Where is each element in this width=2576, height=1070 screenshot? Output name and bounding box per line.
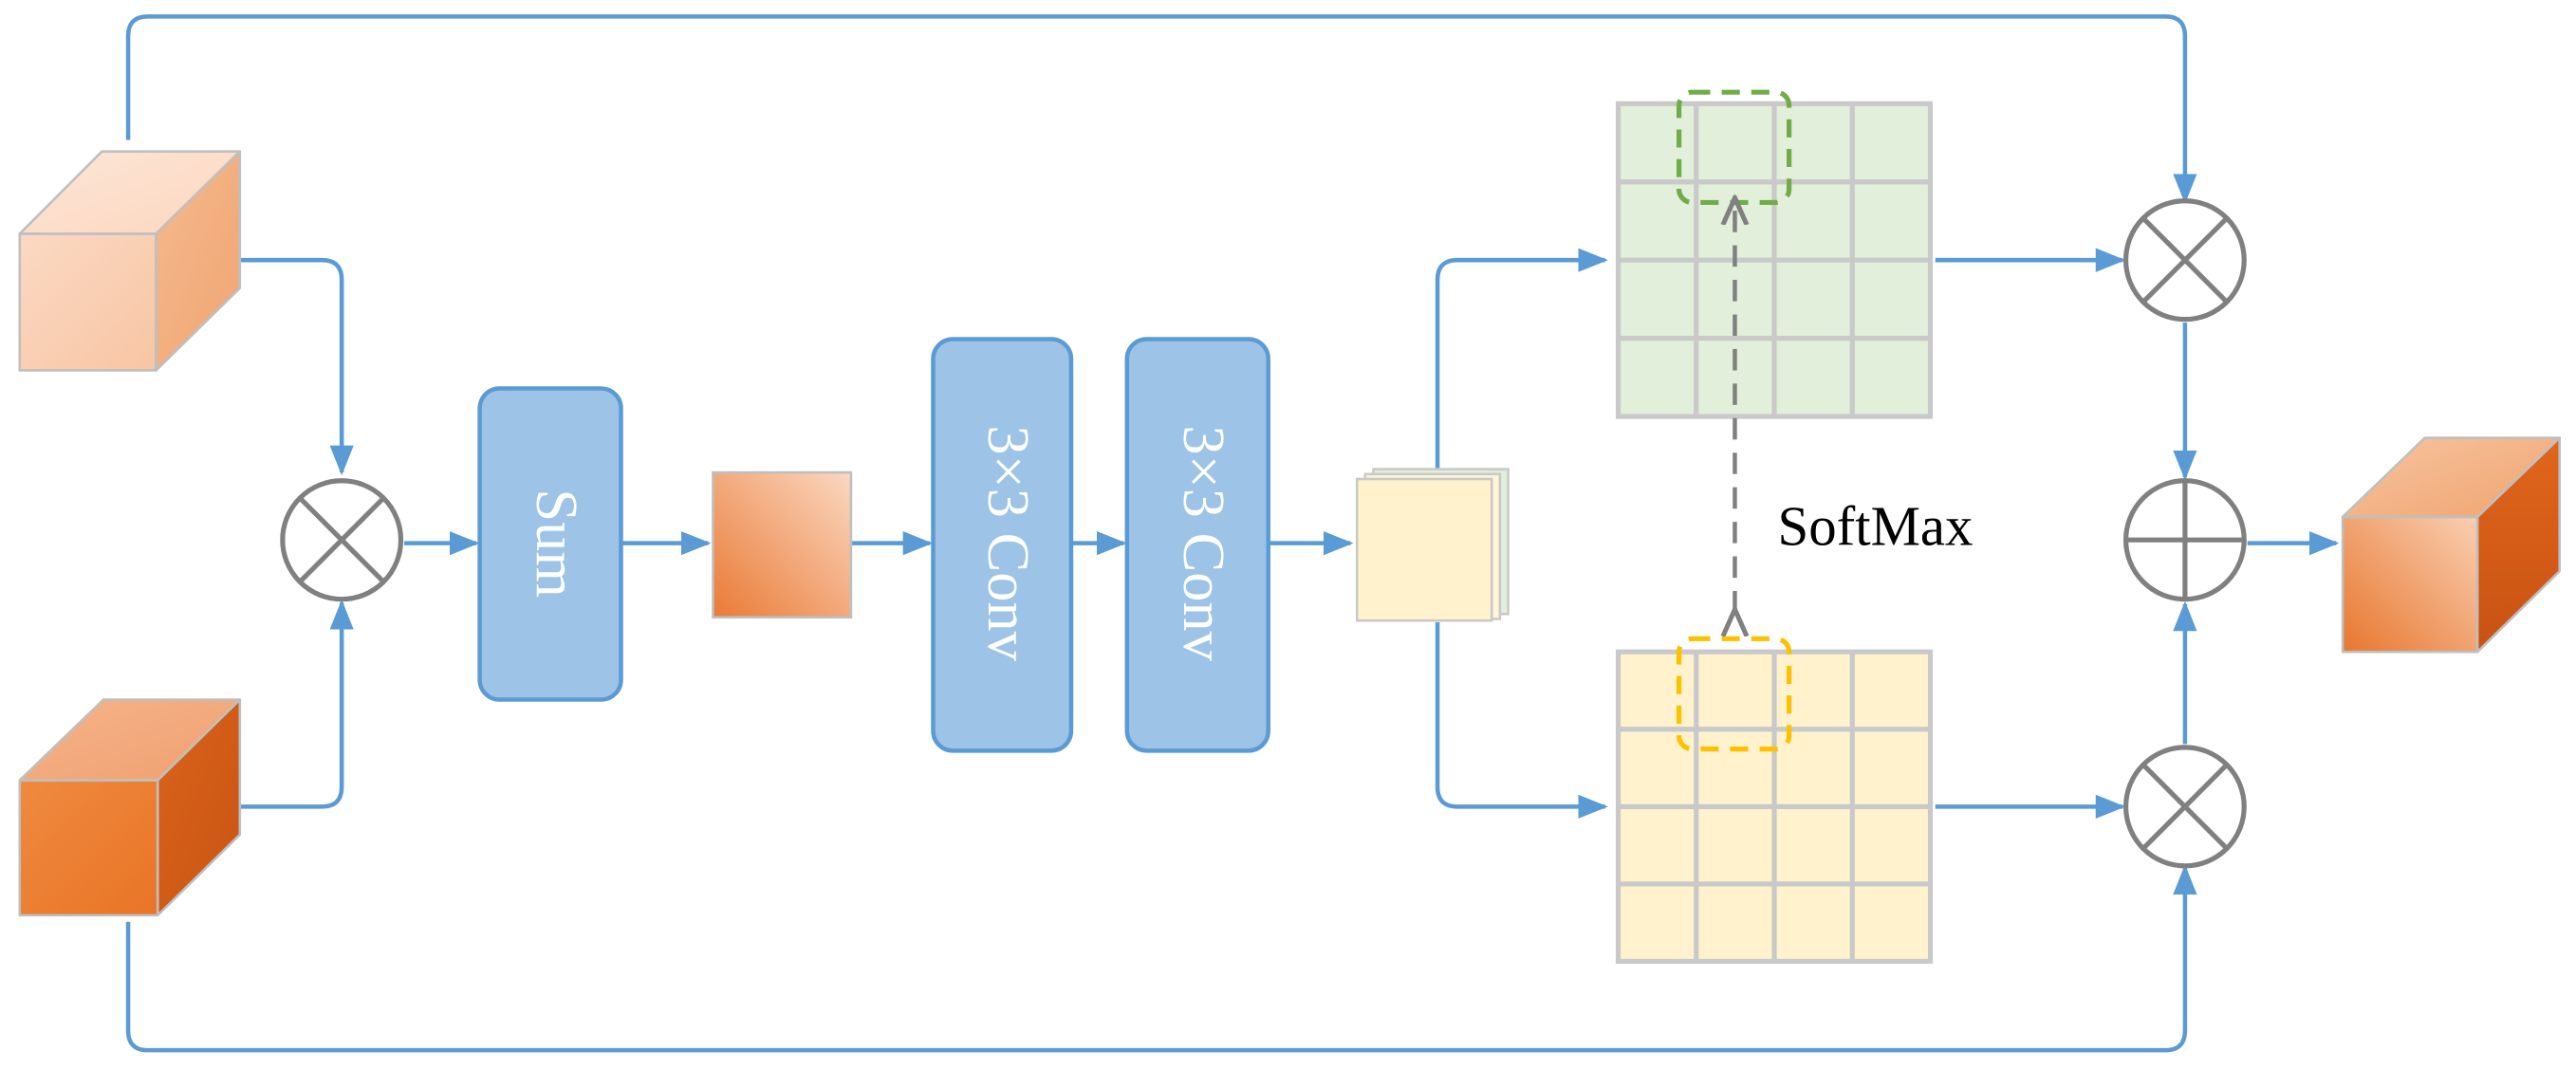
input-feature-cube-light — [18, 150, 242, 372]
stack-to-green-grid-arrow — [1435, 248, 1608, 470]
conv-block-2: 3×3 Conv — [1124, 337, 1270, 753]
yellow-highlight-cell — [1677, 636, 1792, 752]
output-feature-cube — [2341, 436, 2561, 654]
sum-block: Sum — [477, 386, 623, 702]
yellow-attention-grid — [1615, 636, 1934, 965]
intermediate-feature-map — [712, 470, 853, 619]
conv1-label: 3×3 Conv — [975, 425, 1041, 661]
light-cube-to-multiply-arrow — [239, 257, 354, 476]
green-attention-grid — [1615, 89, 1934, 419]
add-operator — [2122, 478, 2247, 602]
top-bypass-arrow — [125, 14, 2197, 204]
input-feature-cube-dark — [18, 698, 242, 917]
stacked-attention-maps — [1355, 468, 1510, 622]
softmax-label: SoftMax — [1777, 494, 1973, 557]
multiply-operator-left — [280, 478, 404, 602]
conv2-label: 3×3 Conv — [1171, 425, 1236, 661]
connection-lines — [125, 14, 2340, 1053]
multiply-operator-bottom — [2122, 745, 2247, 869]
multiply-operator-top — [2122, 198, 2247, 323]
dark-cube-to-multiply-arrow — [239, 599, 354, 809]
sum-label: Sum — [524, 489, 589, 598]
bottom-bypass-arrow — [125, 864, 2197, 1053]
stack-to-yellow-grid-arrow — [1435, 621, 1608, 819]
conv-block-1: 3×3 Conv — [931, 337, 1074, 753]
